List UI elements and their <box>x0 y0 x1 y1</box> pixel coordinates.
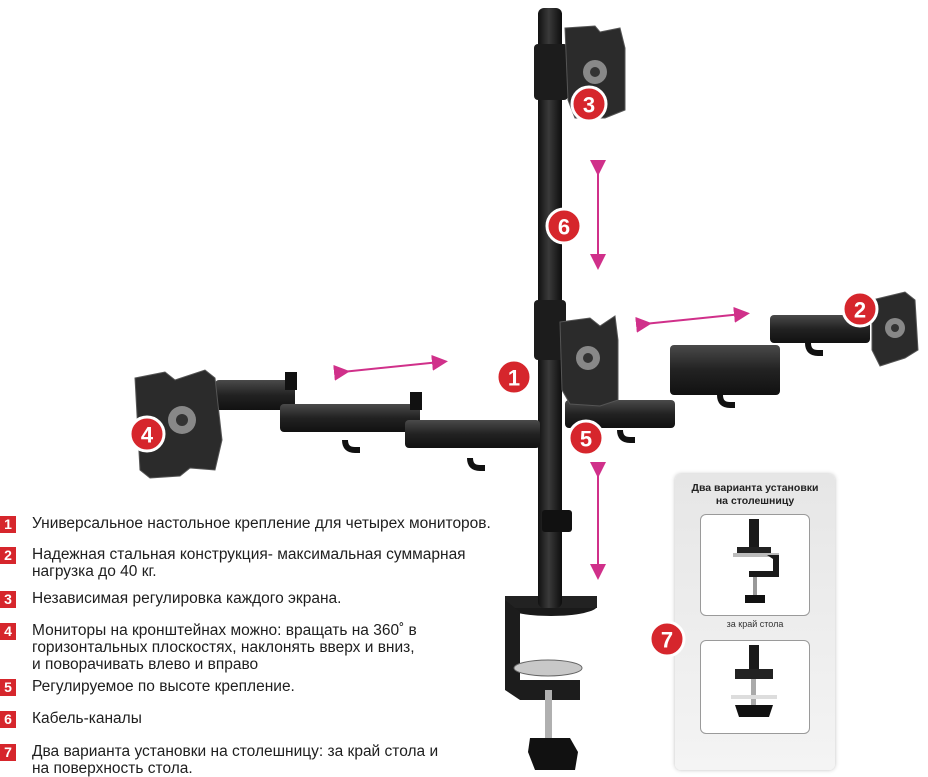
legend-number: 5 <box>0 679 16 696</box>
legend-item-3: 3 Независимая регулировка каждого экрана… <box>0 590 341 608</box>
legend-item-7: 7 Два варианта установки на столешницу: … <box>0 743 438 777</box>
legend-item-2: 2 Надежная стальная конструкция- максима… <box>0 546 466 580</box>
marker-1: 1 <box>495 358 533 396</box>
installation-options-panel: Два варианта установки на столешницу за … <box>648 474 835 770</box>
svg-text:3: 3 <box>583 93 595 118</box>
svg-text:6: 6 <box>558 215 570 240</box>
marker-7: 7 <box>648 620 686 658</box>
movement-arrows <box>333 160 750 580</box>
legend-number: 6 <box>0 711 16 728</box>
legend-item-4: 4 Мониторы на кронштейнах можно: вращать… <box>0 622 417 673</box>
marker-4: 4 <box>128 415 166 453</box>
inset-title: Два варианта установки на столешницу <box>691 482 819 507</box>
marker-6: 6 <box>545 207 583 245</box>
right-arm <box>565 315 870 443</box>
legend-item-1: 1 Универсальное настольное крепление для… <box>0 515 491 533</box>
left-arm <box>215 372 540 471</box>
marker-2: 2 <box>841 290 879 328</box>
marker-3: 3 <box>570 85 608 123</box>
legend-text: Мониторы на кронштейнах можно: вращать н… <box>32 622 417 673</box>
grommet-mount-image <box>700 640 810 734</box>
vesa-plate-left <box>134 369 223 479</box>
svg-text:7: 7 <box>661 628 673 653</box>
legend-text: Универсальное настольное крепление для ч… <box>32 515 491 532</box>
legend-number: 3 <box>0 591 16 608</box>
legend-text: Кабель-каналы <box>32 710 142 727</box>
inset-caption: за край стола <box>726 619 784 629</box>
legend-item-5: 5 Регулируемое по высоте крепление. <box>0 678 295 696</box>
legend-text: Независимая регулировка каждого экрана. <box>32 590 342 607</box>
legend-text: Надежная стальная конструкция- максималь… <box>32 546 466 580</box>
legend-number: 2 <box>0 547 16 564</box>
desk-clamp <box>505 596 597 770</box>
legend-number: 4 <box>0 623 16 640</box>
marker-5: 5 <box>567 419 605 457</box>
vesa-plate-center <box>559 315 619 407</box>
legend-text: Два варианта установки на столешницу: за… <box>32 743 439 777</box>
svg-text:2: 2 <box>854 298 866 323</box>
vesa-plate-right <box>871 291 919 367</box>
legend-number: 7 <box>0 744 16 761</box>
svg-text:1: 1 <box>508 366 520 391</box>
svg-text:5: 5 <box>580 427 592 452</box>
svg-text:4: 4 <box>141 423 154 448</box>
legend-item-6: 6 Кабель-каналы <box>0 710 142 728</box>
edge-clamp-image <box>700 514 810 616</box>
legend-text: Регулируемое по высоте крепление. <box>32 678 295 695</box>
legend-number: 1 <box>0 516 16 533</box>
